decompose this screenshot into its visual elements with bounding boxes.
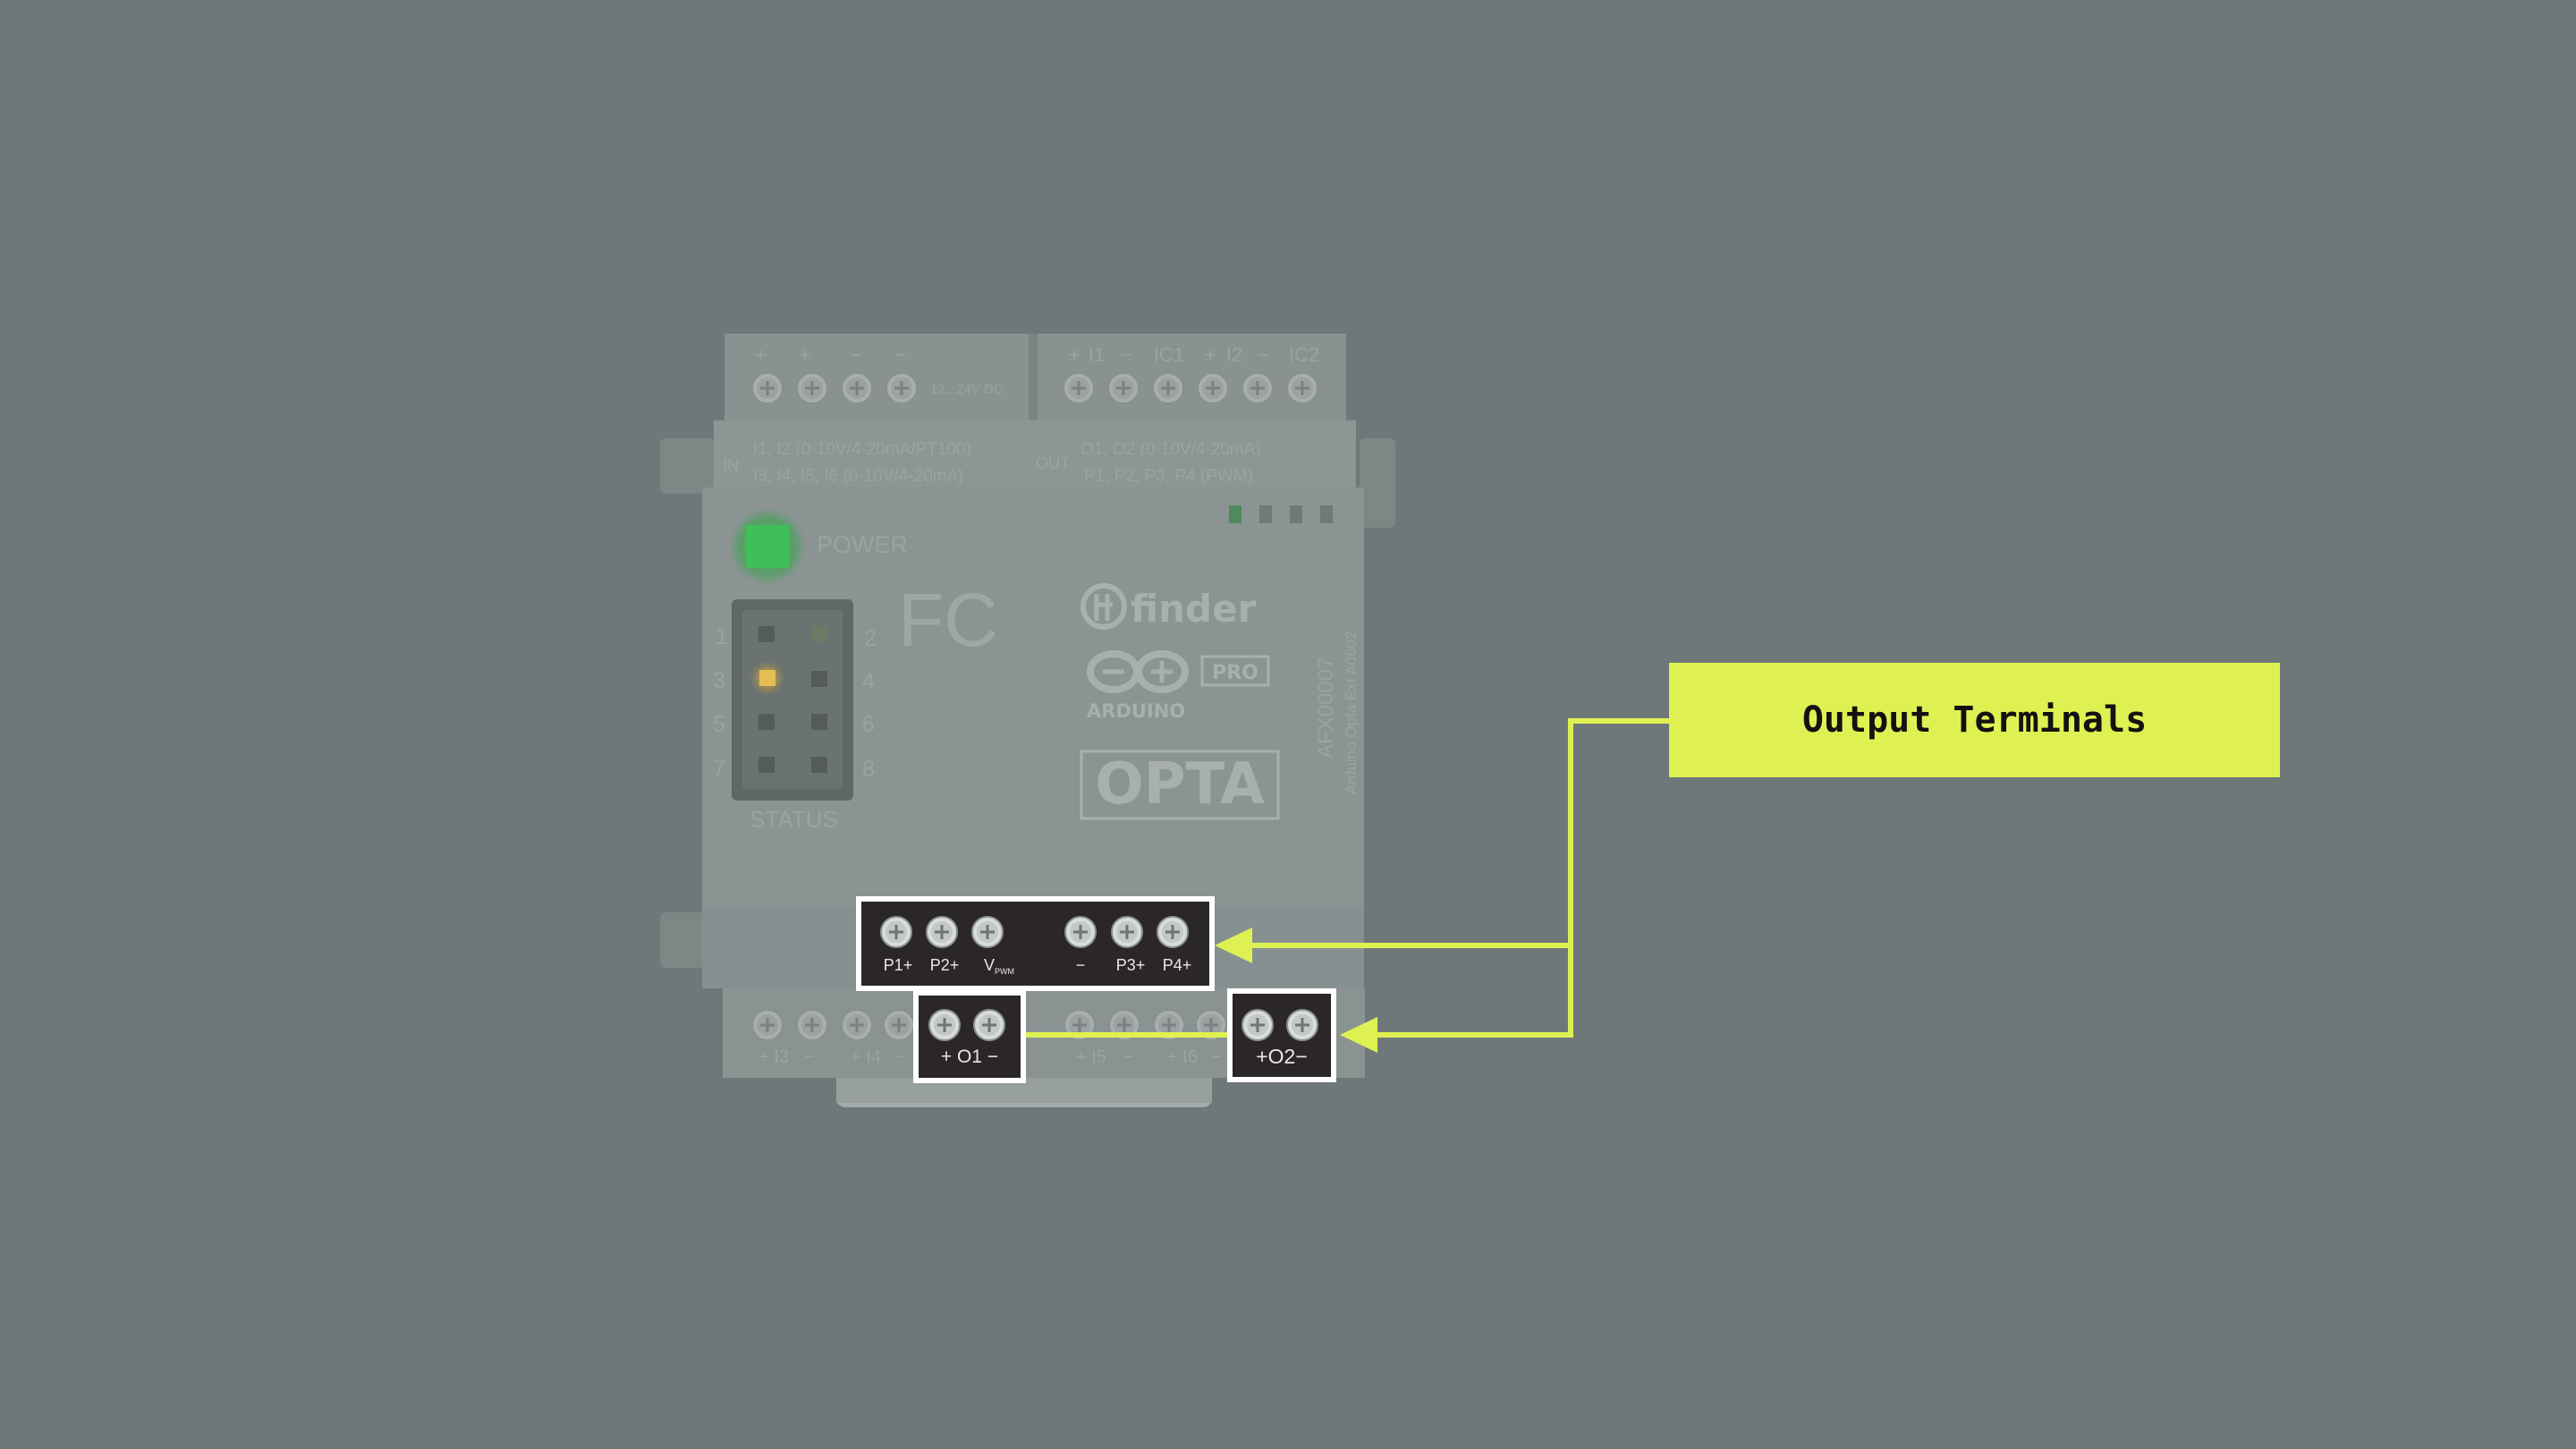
svg-text:+ I4: + I4 [851,1047,881,1067]
svg-text:+ I6: + I6 [1167,1047,1198,1067]
power-led [729,508,806,585]
power-label: POWER [817,531,908,558]
output-terminals-callout: Output Terminals [1669,663,2280,777]
supply-label: 12...24V DC [930,382,1004,397]
arrow-heads [1215,928,1377,1053]
svg-text:−: − [1076,956,1086,974]
svg-text:4: 4 [862,669,875,694]
svg-text:7: 7 [713,757,725,782]
svg-text:P1+: P1+ [884,956,913,974]
svg-text:+: + [755,343,767,366]
svg-text:P2+: P2+ [930,956,960,974]
svg-text:8: 8 [862,757,875,782]
svg-text:I1: I1 [1089,343,1105,366]
status-label: STATUS [750,806,838,833]
part-number: AFX00007 [1314,657,1338,758]
svg-text:I2: I2 [1226,343,1242,366]
fcc-mark: FC [898,578,998,662]
svg-text:P4+: P4+ [1163,956,1192,974]
out-tag: OUT [1036,454,1070,472]
svg-text:ARDUINO: ARDUINO [1087,700,1185,722]
callout-label: Output Terminals [1801,699,2148,741]
svg-text:+ I3: + I3 [758,1047,789,1067]
svg-text:6: 6 [862,712,875,737]
svg-text:+O2−: +O2− [1256,1045,1308,1068]
svg-text:P3+: P3+ [1116,956,1146,974]
svg-text:+: + [1069,343,1080,366]
o2-terminal-block: +O2− [1227,988,1336,1082]
svg-text:+: + [1205,343,1216,366]
svg-text:−: − [1211,1047,1222,1067]
pwm-terminal-block: P1+ P2+ V PWM − P3+ P4+ [856,896,1215,991]
svg-text:+: + [800,343,811,366]
svg-text:2: 2 [864,626,877,651]
o1-terminal-block: + O1 − [913,990,1026,1083]
callout-connectors [1024,718,1669,1038]
status-numbers: 1 2 3 4 5 6 7 8 [713,624,877,782]
model-name: Arduino Opta Ext A0602 [1343,631,1360,794]
svg-text:5: 5 [713,712,725,737]
top-left-terminal-labels: + + − − [755,343,907,366]
bottom-dim-labels: + I3 − + I4 − + I5 − + I6 − [758,1047,1222,1067]
svg-text:V: V [984,956,995,974]
svg-text:finder: finder [1131,587,1257,631]
top-right-terminal-labels: + I1 − IC1 + I2 − IC2 [1069,343,1320,366]
status-led-panel [732,599,853,801]
in-spec-line1: I1, I2 (0-10V/4-20mA/PT100) [753,440,971,459]
svg-text:−: − [895,343,907,366]
out-spec-line2: P1, P2, P3, P4 (PWM) [1084,467,1253,486]
arduino-logo: ARDUINO PRO [1087,650,1270,722]
svg-text:+ I5: + I5 [1076,1047,1106,1067]
in-spec-line2: I3, I4, I5, I6 (0-10V/4-20mA) [753,467,964,486]
indicator-squares [1229,505,1333,523]
svg-text:−: − [1258,343,1269,366]
svg-text:−: − [1123,1047,1134,1067]
svg-text:PRO: PRO [1212,662,1258,684]
svg-text:PWM: PWM [995,967,1014,976]
svg-text:−: − [1121,343,1132,366]
svg-text:+ O1 −: + O1 − [941,1046,998,1067]
svg-text:3: 3 [713,668,725,693]
svg-text:OPTA: OPTA [1095,751,1265,818]
out-spec-line1: O1, O2 (0-10V/4-20mA) [1080,440,1261,459]
svg-text:−: − [851,343,862,366]
svg-text:IC1: IC1 [1154,343,1184,366]
svg-text:1: 1 [716,624,728,649]
svg-text:−: − [894,1047,904,1067]
svg-text:IC2: IC2 [1289,343,1319,366]
svg-text:−: − [804,1047,815,1067]
in-tag: IN [723,456,739,474]
opta-plate: OPTA [1080,750,1280,820]
finder-logo: finder [1080,583,1257,631]
